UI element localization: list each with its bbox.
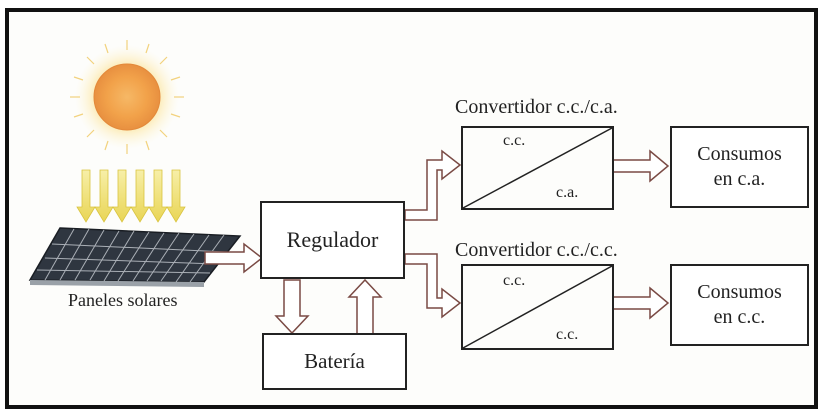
- sunlight-rays: [76, 169, 186, 223]
- converter-ac-diagonal: [462, 127, 613, 209]
- load-ac-line2: en c.a.: [713, 168, 766, 190]
- sunlight-ray-arrow-1: [76, 169, 96, 223]
- sunlight-ray-arrow-4: [130, 169, 150, 223]
- regulator-label: Regulador: [286, 227, 379, 252]
- arrow-converter-ac-to-load-ac: [612, 149, 670, 183]
- sunlight-ray-arrow-2: [94, 169, 114, 223]
- sunlight-ray-arrow-6: [166, 169, 186, 223]
- arrow-converter-dc-to-load-dc: [612, 286, 670, 320]
- sunlight-ray-arrow-3: [112, 169, 132, 223]
- load-dc-line2: en c.c.: [713, 306, 766, 328]
- arrow-regulator-to-converter-ac: [404, 149, 462, 221]
- converter-dc-title: Convertidor c.c./c.c.: [455, 239, 618, 261]
- converter-ac-title: Convertidor c.c./c.a.: [455, 96, 618, 118]
- arrow-regulator-to-converter-dc: [404, 253, 462, 319]
- load-dc-box: Consumos en c.c.: [670, 264, 809, 346]
- solar-panel-icon: [28, 227, 242, 287]
- sunlight-ray-arrow-5: [148, 169, 168, 223]
- panels-label: Paneles solares: [68, 290, 178, 310]
- load-ac-box: Consumos en c.a.: [670, 126, 809, 208]
- converter-ac-box: [461, 126, 614, 210]
- converter-ac-output: c.a.: [556, 184, 579, 201]
- arrow-battery-to-regulator: [347, 278, 383, 335]
- sun-icon: [70, 40, 184, 154]
- converter-ac-input: c.c.: [503, 132, 526, 149]
- load-dc-line1: Consumos: [697, 281, 782, 303]
- converter-dc-output: c.c.: [556, 326, 579, 343]
- converter-dc-box: [461, 264, 614, 350]
- converter-dc-input: c.c.: [503, 272, 526, 289]
- load-ac-line1: Consumos: [697, 143, 782, 165]
- arrow-regulator-to-battery: [274, 279, 310, 335]
- battery-label: Batería: [304, 349, 365, 373]
- regulator-box: Regulador: [260, 201, 405, 279]
- battery-box: Batería: [262, 333, 407, 390]
- converter-dc-diagonal: [462, 265, 613, 349]
- arrow-panels-to-regulator: [204, 242, 264, 274]
